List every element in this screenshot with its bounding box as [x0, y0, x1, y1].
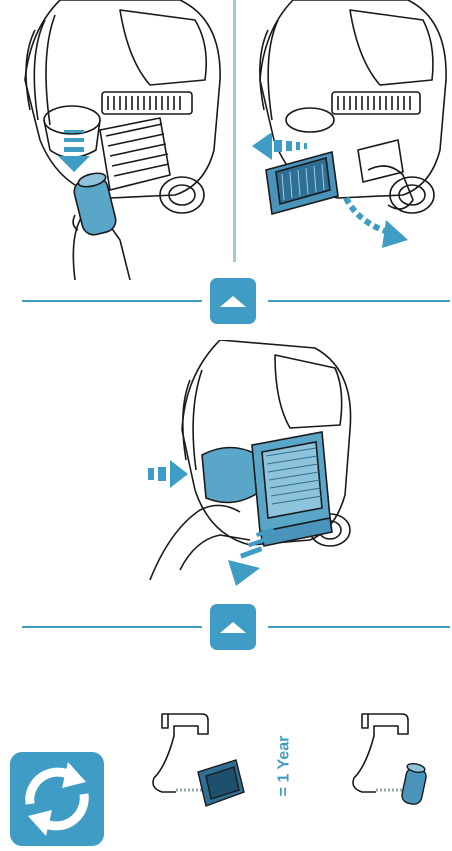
replacement-interval-label: = 1 Year [262, 726, 306, 806]
refresh-cycle-icon [10, 752, 104, 846]
step-insert-filter-tray [140, 340, 370, 590]
step-remove-filter [238, 0, 452, 270]
section-divider-right-1 [268, 300, 450, 302]
up-arrow-icon [220, 296, 246, 307]
rinse-canister-illustration [340, 706, 450, 816]
up-arrow-icon [220, 622, 246, 633]
step-up-button-1[interactable] [210, 278, 256, 324]
step-remove-canister [0, 0, 232, 280]
panel-divider-vertical [233, 0, 236, 262]
rinse-filter-illustration [140, 706, 250, 816]
section-divider-left-1 [22, 300, 202, 302]
section-divider-right-2 [268, 626, 450, 628]
step-up-button-2[interactable] [210, 604, 256, 650]
section-divider-left-2 [22, 626, 202, 628]
